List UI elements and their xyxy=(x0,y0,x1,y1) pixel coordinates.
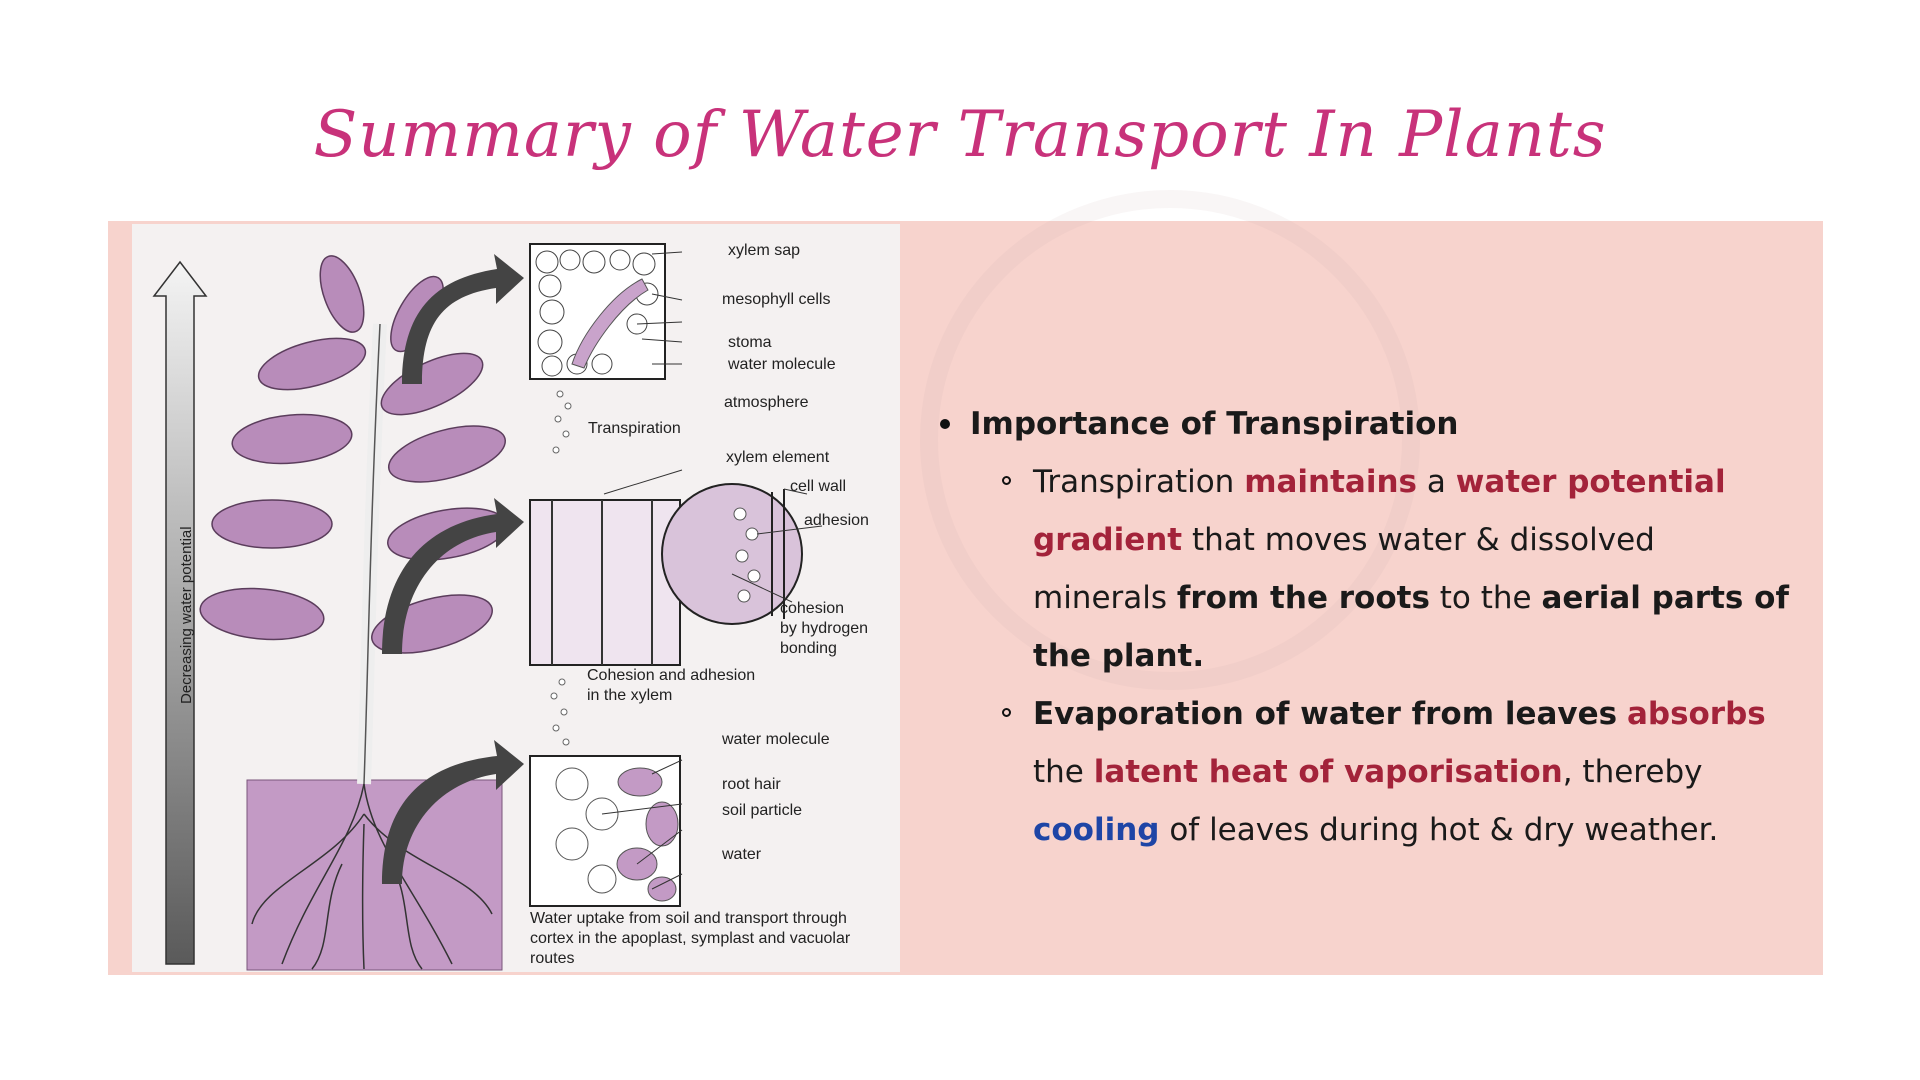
label-water-molecule-top: water molecule xyxy=(728,356,836,373)
bullet-dot xyxy=(940,419,950,429)
label-atmosphere: atmosphere xyxy=(724,394,809,411)
leaves xyxy=(199,255,507,654)
plant-diagram xyxy=(152,243,823,971)
label-cell-wall: cell wall xyxy=(790,478,847,495)
label-water-molecule-bottom: water molecule xyxy=(722,731,830,748)
highlight-maintains: maintains xyxy=(1244,464,1417,500)
water-potential-arrow xyxy=(152,260,208,965)
label-soil-particle: soil particle xyxy=(722,802,803,819)
highlight-latent-heat: latent heat of vaporisation xyxy=(1093,754,1563,790)
text: the xyxy=(1033,754,1094,790)
axis-label: Decreasing water potential xyxy=(178,526,195,704)
label-bottom-caption: Water uptake from soil and transport thr… xyxy=(530,910,851,967)
highlight-cooling: cooling xyxy=(1033,812,1160,848)
highlight-absorbs: absorbs xyxy=(1626,696,1766,732)
highlight-water-potential-gradient: water potential gradient xyxy=(1033,464,1726,558)
text: to the xyxy=(1429,580,1542,616)
label-mesophyll: mesophyll cells xyxy=(722,291,831,308)
text: Transpiration xyxy=(1033,464,1245,500)
bullet-list: Importance of Transpiration Transpiratio… xyxy=(940,395,1790,859)
bold-from-roots: from the roots xyxy=(1176,580,1430,616)
label-xylem-element: xylem element xyxy=(726,449,830,466)
label-xylem-sap: xylem sap xyxy=(728,242,801,259)
text: a xyxy=(1417,464,1456,500)
bullet-heading-item: Importance of Transpiration xyxy=(940,395,1790,453)
label-transpiration: Transpiration xyxy=(588,420,681,437)
soil-block xyxy=(246,779,503,971)
text xyxy=(1617,696,1627,732)
text: that moves water & dissolved minerals xyxy=(1033,522,1655,616)
xylem-section-box xyxy=(529,499,681,666)
sub-bullet-ring xyxy=(1002,708,1011,717)
bullet-heading: Importance of Transpiration xyxy=(970,406,1459,442)
flow-arrows xyxy=(382,254,524,884)
label-cohesion-caption: Cohesion and adhesion in the xylem xyxy=(587,667,756,704)
bold-evaporation: Evaporation of water from leaves xyxy=(1033,696,1618,732)
sub-bullet-1: Transpiration maintains a water potentia… xyxy=(940,453,1790,685)
sub-bullet-2: Evaporation of water from leaves absorbs… xyxy=(940,685,1790,859)
bold-aerial-parts: aerial parts of the plant. xyxy=(1033,580,1789,674)
label-stoma: stoma xyxy=(728,334,772,351)
label-water: water xyxy=(722,846,762,863)
label-adhesion: adhesion xyxy=(804,512,869,529)
sub-bullet-ring xyxy=(1002,476,1011,485)
label-cohesion: cohesion by hydrogen bonding xyxy=(780,600,869,657)
text: , thereby xyxy=(1562,754,1703,790)
label-root-hair: root hair xyxy=(722,776,781,793)
slide-title: Summary of Water Transport In Plants xyxy=(313,98,1607,172)
water-transport-figure: Decreasing water potential xylem sap mes… xyxy=(132,224,900,972)
text: of leaves during hot & dry weather. xyxy=(1159,812,1719,848)
xylem-magnifier xyxy=(661,483,803,625)
